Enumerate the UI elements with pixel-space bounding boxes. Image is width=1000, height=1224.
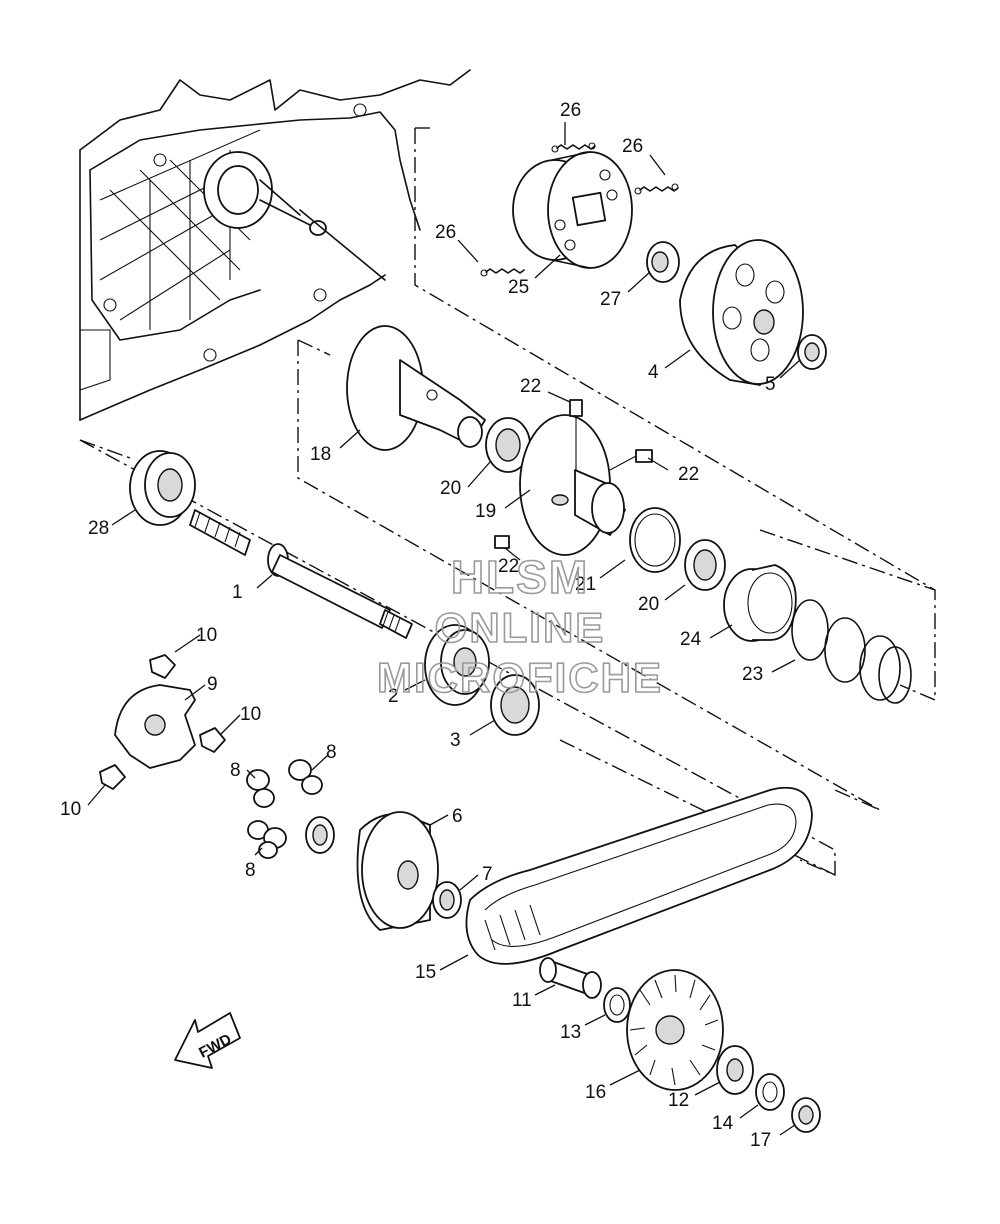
oil-seal-3 <box>490 674 540 736</box>
oil-seal-small <box>305 816 335 854</box>
slider-10-bottom <box>99 764 126 790</box>
pin-22-top <box>569 399 583 470</box>
callout-3: 3 <box>450 730 461 751</box>
callout-12: 12 <box>668 1090 689 1111</box>
watermark: HLSM ONLINE MICROFICHE <box>376 550 663 702</box>
callout-23: 23 <box>742 664 763 685</box>
callout-10-bottom: 10 <box>60 799 81 820</box>
collar-11 <box>539 957 602 999</box>
oil-seal-20-lower <box>684 539 726 591</box>
callout-20-lower: 20 <box>638 594 659 615</box>
callout-7: 7 <box>482 864 493 885</box>
slider-10-right <box>199 727 226 753</box>
rollers-8-left <box>246 769 275 808</box>
slider-10-top <box>149 654 176 679</box>
callout-13: 13 <box>560 1022 581 1043</box>
callout-numbers: 26 26 26 25 27 4 5 22 18 20 19 22 28 1 2… <box>60 100 776 1151</box>
rollers-8-right <box>288 759 323 795</box>
pin-22-right <box>609 449 653 471</box>
callout-26-right: 26 <box>622 136 643 157</box>
callout-2: 2 <box>388 686 399 707</box>
v-belt-15 <box>465 786 813 965</box>
washer-7 <box>432 881 462 919</box>
callout-8-right: 8 <box>326 742 337 763</box>
washer-13 <box>603 987 631 1023</box>
callout-25: 25 <box>508 277 529 298</box>
callout-14: 14 <box>712 1113 734 1134</box>
callout-15: 15 <box>415 962 436 983</box>
callout-22-right: 22 <box>678 464 699 485</box>
callout-26-top: 26 <box>560 100 581 121</box>
callout-21: 21 <box>575 574 596 595</box>
callout-10-top: 10 <box>196 625 217 646</box>
callout-6: 6 <box>452 806 463 827</box>
secondary-sheave-18 <box>346 325 486 451</box>
callout-22-top: 22 <box>520 376 541 397</box>
callout-9: 9 <box>207 674 218 695</box>
pin-22-bottom <box>494 535 510 549</box>
crankcase <box>79 69 471 421</box>
o-ring-21 <box>629 507 681 573</box>
rollers-8-bottom <box>247 820 287 859</box>
watermark-line1: HLSM <box>451 551 589 603</box>
callout-20-upper: 20 <box>440 478 461 499</box>
sliding-sheave-19 <box>519 414 626 556</box>
spring-26-left <box>480 268 525 277</box>
callout-24: 24 <box>680 629 702 650</box>
oil-seal-20-upper <box>485 417 531 473</box>
callout-1: 1 <box>232 582 243 603</box>
callout-22-bottom: 22 <box>498 556 519 577</box>
fan-pulley-16 <box>626 969 724 1091</box>
watermark-line3: MICROFICHE <box>377 654 663 701</box>
bearing-28 <box>129 450 196 526</box>
callout-26-left: 26 <box>435 222 456 243</box>
callout-27: 27 <box>600 289 621 310</box>
nut-5 <box>797 334 827 370</box>
leader-lines <box>87 122 801 1136</box>
cam-9 <box>114 684 196 769</box>
clutch-carrier-25 <box>512 151 633 269</box>
washer-14 <box>755 1073 785 1111</box>
nut-17 <box>791 1097 821 1133</box>
clutch-housing-4 <box>679 239 804 386</box>
callout-11: 11 <box>512 990 532 1011</box>
primary-fixed-sheave-6 <box>356 811 439 931</box>
callout-19: 19 <box>475 501 496 522</box>
fwd-arrow: FWD <box>174 1012 241 1069</box>
bearing-2 <box>424 624 490 706</box>
nut-27 <box>646 241 680 283</box>
callout-17: 17 <box>750 1130 771 1151</box>
compression-spring-23 <box>791 599 912 704</box>
watermark-line2: ONLINE <box>435 604 606 651</box>
callout-8-left: 8 <box>230 760 241 781</box>
callout-8-bottom: 8 <box>245 860 256 881</box>
collar-24 <box>723 564 797 642</box>
callout-18: 18 <box>310 444 331 465</box>
one-way-clutch-12 <box>716 1045 754 1095</box>
alignment-lines <box>79 127 936 877</box>
spring-26-right <box>634 183 679 195</box>
primary-shaft-1 <box>189 509 413 639</box>
callout-28: 28 <box>88 518 109 539</box>
callout-4: 4 <box>648 362 659 383</box>
callout-10-right: 10 <box>240 704 261 725</box>
spring-26-top <box>551 142 596 153</box>
callout-5: 5 <box>765 374 776 395</box>
callout-16: 16 <box>585 1082 606 1103</box>
